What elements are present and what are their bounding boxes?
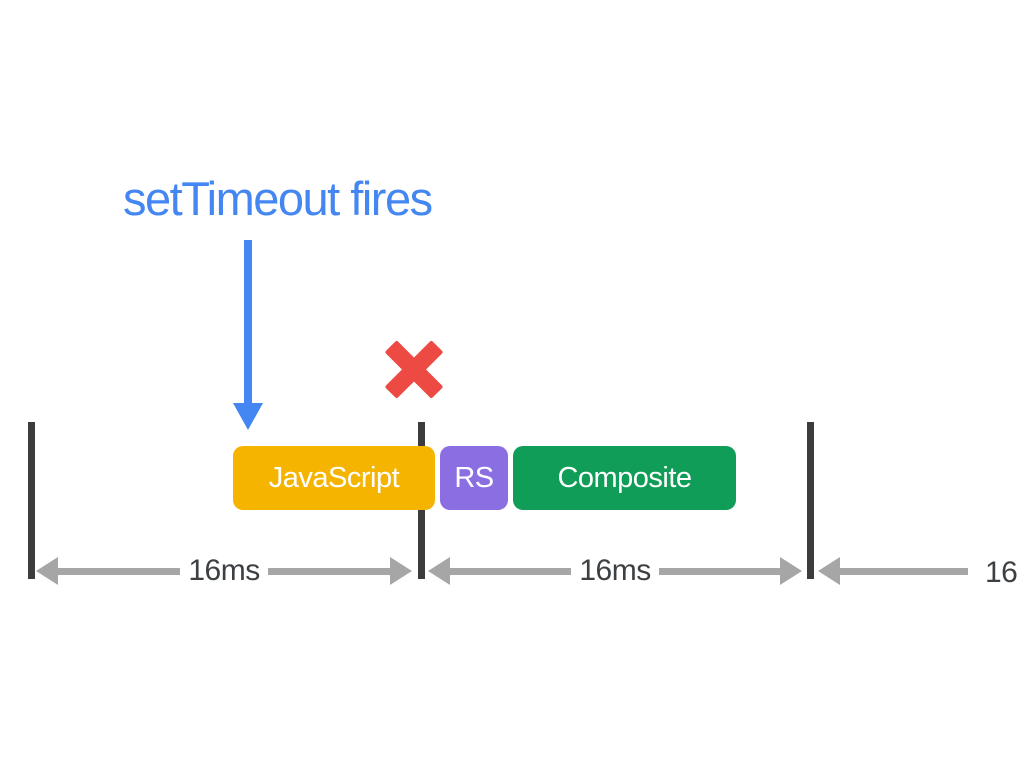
task-block-javascript: JavaScript: [233, 446, 435, 510]
arrowhead-left-icon: [428, 557, 450, 585]
task-block-rs: RS: [440, 446, 508, 510]
arrow-line: [840, 567, 968, 575]
down-arrow-line: [244, 240, 252, 404]
interval-label-3-clipbox: 16: [985, 558, 1024, 583]
down-arrow-head-icon: [233, 403, 263, 430]
interval-label-3: 16: [985, 558, 1018, 583]
task-block-composite: Composite: [513, 446, 736, 510]
frame-boundary-3: [807, 422, 814, 579]
interval-label-1: 16ms: [188, 554, 260, 587]
arrow-line: [267, 567, 391, 575]
arrow-line: [58, 567, 181, 575]
arrowhead-right-icon: [780, 557, 803, 585]
frame-boundary-1: [28, 422, 35, 579]
settimeout-fires-label: setTimeout fires: [123, 172, 433, 225]
arrow-line: [450, 567, 572, 575]
arrowhead-right-icon: [390, 557, 413, 585]
interval-arrow-2: 16ms: [428, 554, 803, 587]
interval-arrow-1: 16ms: [36, 554, 413, 587]
arrowhead-left-icon: [36, 557, 58, 585]
arrowhead-left-icon: [818, 557, 840, 585]
interval-label-2: 16ms: [579, 554, 651, 587]
interval-arrow-3: 16: [818, 557, 1024, 585]
arrow-line: [658, 567, 781, 575]
